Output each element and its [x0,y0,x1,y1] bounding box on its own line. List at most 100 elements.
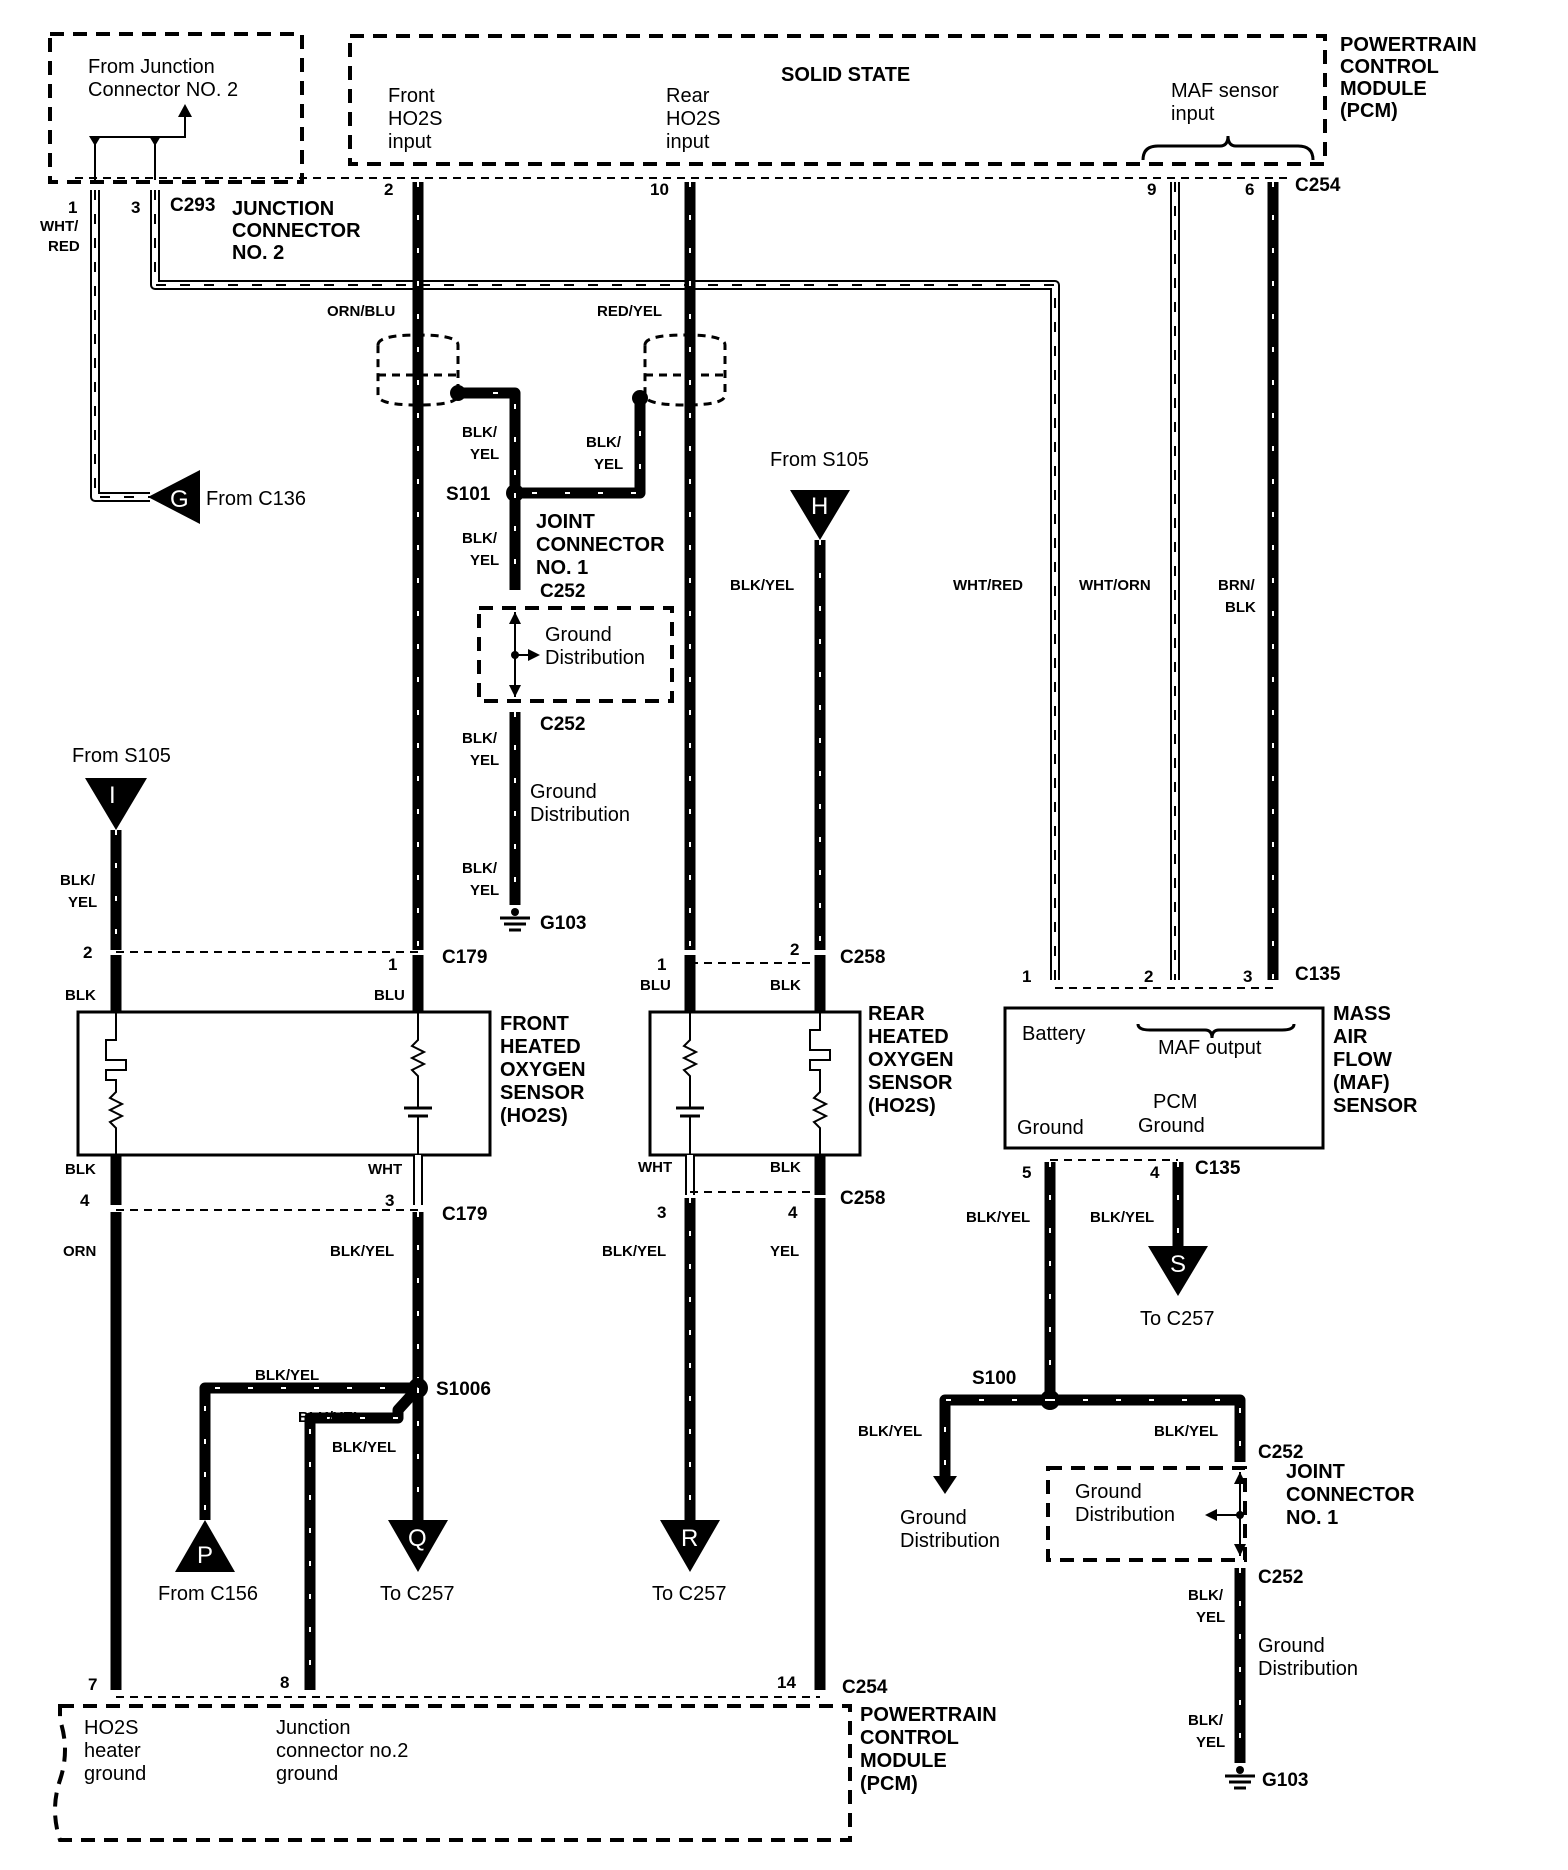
gd-arrow-right-icon [528,649,540,661]
rear-pin-4: 4 [788,1203,798,1222]
offpage-i-triangle [85,778,147,830]
blk-yel-label-d2: YEL [470,752,499,769]
rear-wht-label: WHT [638,1159,672,1176]
front-blk-label-bottom: BLK [65,1161,96,1178]
gd-left-text1: Ground [900,1507,967,1529]
rear-ho2s-input-line1: Rear [666,85,710,107]
c179-label-upper: C179 [442,947,487,968]
wire-blk-yel-p [199,1382,418,1520]
pcm-top-title-line1: POWERTRAIN [1340,34,1477,56]
front-blu-label: BLU [374,987,405,1004]
rear-heater-icon [809,1012,831,1155]
heater-ground-line1: HO2S [84,1717,138,1739]
c252-label-d: C252 [1258,1567,1303,1588]
offpage-q-letter: Q [408,1525,427,1552]
maf-ground-left: Ground [1017,1117,1084,1139]
pcm-top-title-line2: CONTROL [1340,56,1439,78]
rear-pin-2: 2 [790,940,799,959]
pcm-pin-10: 10 [650,180,669,199]
blk-yel-label-s100-right: BLK/YEL [1154,1423,1218,1440]
rear-pin-1: 1 [657,955,666,974]
pcm-pin-2: 2 [384,180,393,199]
front-pin-1: 1 [388,955,397,974]
pcm-pin-14: 14 [777,1673,796,1692]
maf-pin-5: 5 [1022,1163,1031,1182]
offpage-s-letter: S [1170,1251,1186,1278]
rear-blk-label-top: BLK [770,977,801,994]
orn-blu-label: ORN/BLU [327,303,395,320]
rear-blk-label-bottom: BLK [770,1159,801,1176]
offpage-h-triangle [790,490,850,540]
junction-pin-arrow-icon [89,136,101,146]
gd-upper-below2: Distribution [530,804,630,826]
gd-arrow-down-icon [509,685,521,697]
offpage-g-letter: G [170,486,189,513]
pcm-pin-7: 7 [88,1675,97,1694]
joint-connector-title-line1: JOINT [536,511,595,533]
pcm-bottom-title-line3: MODULE [860,1750,947,1772]
maf-output-brace [1136,1023,1296,1039]
blk-yel-label-s100-left: BLK/YEL [858,1423,922,1440]
rear-ho2s-input-line2: HO2S [666,108,720,130]
maf-pin-4: 4 [1150,1163,1160,1182]
maf-input-line1: MAF sensor [1171,80,1279,102]
gd-lower-arrow-up-icon [1234,1472,1246,1484]
front-ho2s-box [76,1010,492,1157]
maf-input-line2: input [1171,103,1215,125]
rear-blu-label: BLU [640,977,671,994]
blk-yel-label-d1: BLK/ [462,730,498,747]
brn-blk-label-line2: BLK [1225,599,1256,616]
offpage-s-text: To C257 [1140,1308,1215,1330]
front-ho2s-input-line1: Front [388,85,435,107]
gd-lower-node [1236,1511,1244,1519]
junction-from-line2: Connector NO. 2 [88,79,238,101]
gd-lower-text2: Distribution [1075,1504,1175,1526]
maf-pin-1: 1 [1022,967,1031,986]
c135-label-upper: C135 [1295,964,1341,985]
blk-yel-label-i2: YEL [68,894,97,911]
gd-upper-node [511,651,519,659]
junction-title-line2: CONNECTOR [232,220,361,242]
ground-icon [1225,1766,1255,1790]
rear-title-line4: SENSOR [868,1072,953,1094]
offpage-q-triangle [388,1520,448,1572]
s101-label: S101 [446,484,491,505]
heater-ground-line3: ground [84,1763,146,1785]
pcm-top-title-line4: (PCM) [1340,100,1398,122]
gd-lower-arrow-down-icon [1234,1544,1246,1556]
wire-blk-yel-pcm8 [304,1384,423,1690]
blk-yel-label-c2: YEL [470,552,499,569]
offpage-p-triangle [175,1520,235,1572]
s1006-label: S1006 [436,1379,491,1400]
junction-pin-1: 1 [68,198,77,217]
pcm-pin-8: 8 [280,1673,289,1692]
wire-blk-yel-s100-right [1050,1394,1246,1462]
pcm-top-title-line3: MODULE [1340,78,1427,100]
gd-lower-text1: Ground [1075,1481,1142,1503]
front-ho2s-input-line3: input [388,131,432,153]
blk-yel-label-g2: YEL [1196,1734,1225,1751]
front-shield-node [450,385,466,401]
front-title-line1: FRONT [500,1013,569,1035]
front-ho2s-input-line2: HO2S [388,108,442,130]
offpage-h-letter: H [811,493,828,520]
junction-pin-3: 3 [131,198,140,217]
pcm-bottom-title-line1: POWERTRAIN [860,1704,997,1726]
pcm-bottom-title-line4: (PCM) [860,1773,918,1795]
joint-lower-title-line3: NO. 1 [1286,1507,1338,1529]
maf-title-line3: FLOW [1333,1049,1392,1071]
wht-orn-label: WHT/ORN [1079,577,1151,594]
maf-pcm: PCM [1153,1091,1197,1113]
front-wht-label: WHT [368,1161,402,1178]
s100-label: S100 [972,1368,1016,1389]
joint-connector-title-line2: CONNECTOR [536,534,665,556]
red-yel-label: RED/YEL [597,303,662,320]
blk-yel-label-c1: BLK/ [462,530,498,547]
gd-lower-arrow-left-icon [1205,1509,1217,1521]
gd-upper-below1: Ground [530,781,597,803]
maf-title-line5: SENSOR [1333,1095,1418,1117]
front-pin-2: 2 [83,943,92,962]
heater-ground-line2: heater [84,1740,141,1762]
pcm-bottom-title-line2: CONTROL [860,1727,959,1749]
